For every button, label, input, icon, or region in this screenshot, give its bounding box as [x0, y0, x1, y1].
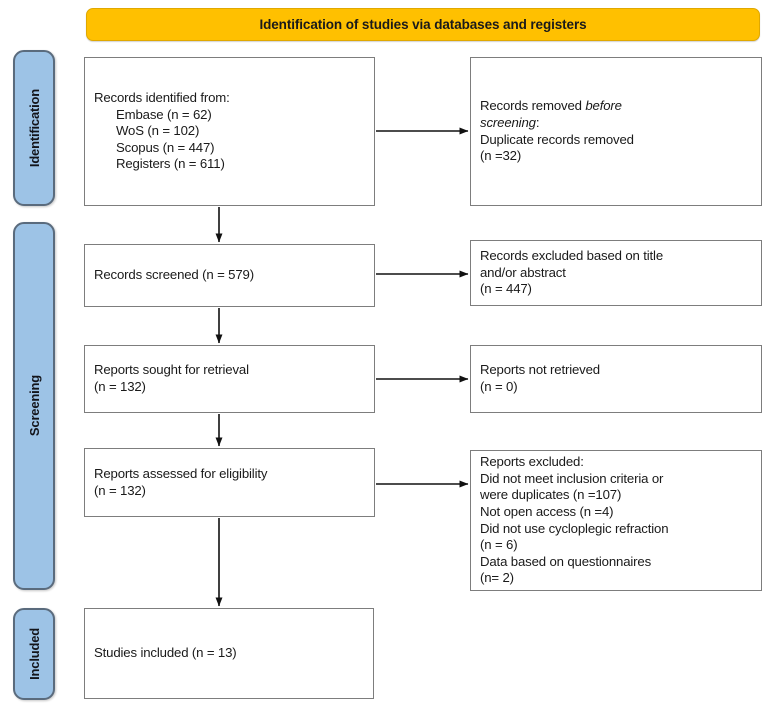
reports-assessed-count: (n = 132)	[94, 482, 146, 498]
phase-banner-title: Identification of studies via databases …	[259, 17, 587, 32]
box-records-identified: Records identified from: Embase (n = 62)…	[84, 57, 375, 206]
records-removed-line1-prefix: Records removed	[480, 98, 586, 114]
records-removed-colon: :	[535, 114, 540, 130]
reports-excluded-line1: Reports excluded:	[480, 454, 584, 469]
reports-excluded-line6: (n = 6)	[480, 537, 518, 553]
box-records-identified-text: Records identified from: Embase (n = 62)…	[85, 90, 239, 173]
box-reports-excluded-text: Reports excluded: Did not meet inclusion…	[471, 454, 677, 587]
reports-not-retrieved-line1: Reports not retrieved	[480, 362, 600, 378]
records-identified-embase: Embase (n = 62)	[116, 106, 212, 122]
records-identified-line1: Records identified from:	[94, 89, 230, 105]
records-identified-registers: Registers (n = 611)	[116, 156, 225, 172]
records-identified-scopus: Scopus (n = 447)	[116, 139, 215, 155]
stage-bar-included: Included	[13, 608, 55, 700]
reports-excluded-line3: were duplicates (n =107)	[480, 487, 622, 503]
box-reports-assessed-text: Reports assessed for eligibility (n = 13…	[85, 466, 276, 499]
stage-bar-screening-label: Screening	[26, 375, 42, 437]
records-removed-before-italic: before	[585, 98, 622, 114]
box-records-screened-text: Records screened (n = 579)	[85, 267, 263, 284]
reports-excluded-line5: Did not use cycloplegic refraction	[480, 520, 669, 536]
box-reports-excluded: Reports excluded: Did not meet inclusion…	[470, 450, 762, 591]
phase-banner-identification: Identification of studies via databases …	[86, 8, 760, 41]
stage-bar-identification: Identification	[13, 50, 55, 206]
stage-bar-included-label: Included	[26, 628, 42, 680]
box-records-removed-text: Records removed before screening: Duplic…	[471, 98, 643, 165]
reports-excluded-line2: Did not meet inclusion criteria or	[480, 470, 664, 486]
reports-sought-count: (n = 132)	[94, 379, 146, 394]
box-records-removed-before-screening: Records removed before screening: Duplic…	[470, 57, 762, 206]
stage-bar-screening: Screening	[13, 222, 55, 590]
records-removed-screening-italic: screening	[480, 114, 536, 130]
box-records-screened: Records screened (n = 579)	[84, 244, 375, 307]
box-reports-not-retrieved-text: Reports not retrieved (n = 0)	[471, 362, 609, 395]
records-identified-wos: WoS (n = 102)	[116, 123, 200, 139]
box-reports-sought-text: Reports sought for retrieval (n = 132)	[85, 362, 258, 395]
reports-assessed-line1: Reports assessed for eligibility	[94, 465, 268, 481]
reports-not-retrieved-count: (n = 0)	[480, 379, 518, 394]
box-reports-assessed-for-eligibility: Reports assessed for eligibility (n = 13…	[84, 448, 375, 517]
box-records-excluded-text: Records excluded based on title and/or a…	[471, 248, 672, 298]
records-removed-count: (n =32)	[480, 148, 522, 164]
reports-excluded-line8: (n= 2)	[480, 570, 514, 586]
reports-excluded-line4: Not open access (n =4)	[480, 503, 614, 519]
box-records-excluded: Records excluded based on title and/or a…	[470, 240, 762, 306]
records-screened-line1: Records screened (n = 579)	[94, 267, 254, 283]
stage-bar-identification-label: Identification	[26, 88, 42, 168]
records-excluded-line2: and/or abstract	[480, 264, 566, 280]
reports-excluded-line7: Data based on questionnaires	[480, 553, 652, 569]
records-removed-duplicate-line: Duplicate records removed	[480, 131, 634, 147]
box-studies-included-text: Studies included (n = 13)	[85, 645, 246, 662]
box-reports-not-retrieved: Reports not retrieved (n = 0)	[470, 345, 762, 413]
box-reports-sought-for-retrieval: Reports sought for retrieval (n = 132)	[84, 345, 375, 413]
studies-included-line1: Studies included (n = 13)	[94, 645, 237, 661]
box-studies-included: Studies included (n = 13)	[84, 608, 374, 699]
records-excluded-line1: Records excluded based on title	[480, 248, 664, 264]
records-excluded-count: (n = 447)	[480, 281, 532, 297]
reports-sought-line1: Reports sought for retrieval	[94, 362, 249, 378]
